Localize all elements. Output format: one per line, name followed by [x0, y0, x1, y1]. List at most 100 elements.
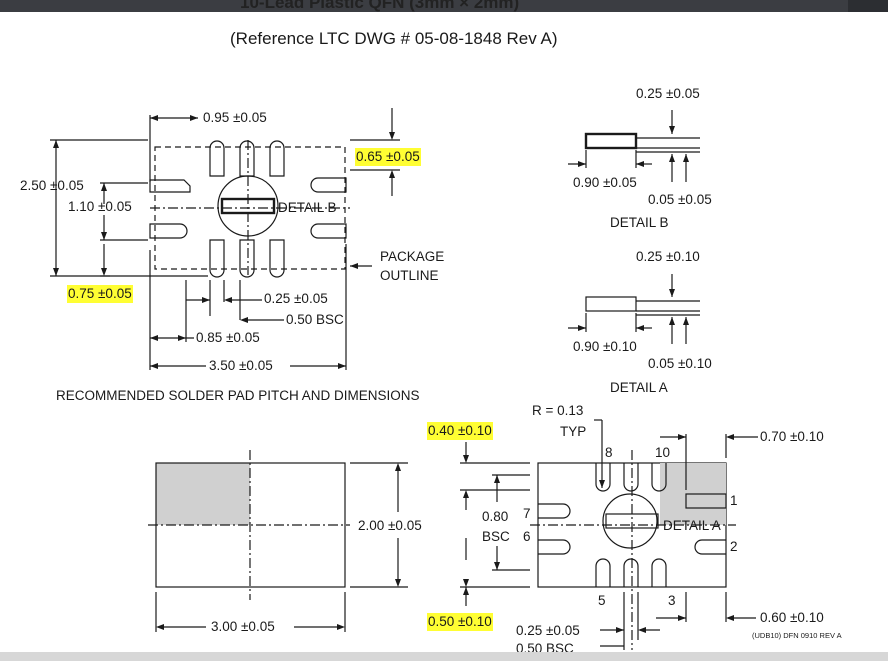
pin-label-10: 10 — [655, 445, 671, 460]
detail-b-caption: DETAIL B — [610, 215, 669, 230]
pin-bot-5 — [595, 558, 611, 587]
arrowhead — [616, 627, 624, 633]
arrowhead — [101, 232, 107, 240]
dim-110-label: 1.10 ±0.05 — [68, 199, 132, 214]
typ-label: TYP — [560, 424, 587, 439]
pin-label-2: 2 — [730, 539, 738, 554]
arrowhead — [337, 624, 345, 630]
dim-b025-label: 0.25 ±0.05 — [516, 623, 580, 638]
dim-080-label: 0.80 — [482, 509, 509, 524]
pad-right-top — [310, 177, 347, 193]
detail-a-pad — [585, 296, 637, 312]
detail-a-circle — [602, 493, 658, 549]
arrowhead — [683, 317, 689, 325]
dim-350-label: 3.50 ±0.05 — [209, 358, 273, 373]
detail-a-dim-right: 0.05 ±0.10 — [648, 356, 712, 371]
pin-label-7: 7 — [523, 506, 531, 521]
arrowhead — [578, 161, 586, 167]
pad-bottom-1 — [209, 239, 225, 278]
pad-top-3 — [269, 140, 285, 177]
arrowhead — [669, 126, 675, 134]
arrowhead — [636, 325, 644, 331]
dim-085-label: 0.85 ±0.05 — [196, 330, 260, 345]
arrowhead — [53, 268, 59, 276]
arrowhead — [240, 317, 248, 323]
arrowhead — [463, 455, 469, 463]
arrowhead — [224, 297, 232, 303]
detail-a-dim-top: 0.25 ±0.10 — [636, 249, 700, 264]
arrowhead — [463, 490, 469, 498]
dim-200-label: 2.00 ±0.05 — [358, 518, 422, 533]
arrowhead — [178, 335, 186, 341]
detail-a-dim-left: 0.90 ±0.10 — [573, 339, 637, 354]
dim-040-label: 0.40 ±0.10 — [427, 422, 493, 440]
detail-b-ref: DETAIL B — [278, 200, 337, 215]
pad-top-2 — [239, 140, 255, 177]
pin-top-10 — [651, 463, 667, 492]
pad-bottom-3 — [269, 239, 285, 278]
arrowhead — [350, 263, 358, 269]
top-bar-shade — [848, 0, 888, 12]
arrowhead — [683, 154, 689, 162]
radius-label: R = 0.13 — [532, 403, 584, 418]
arrowhead — [150, 115, 158, 121]
arrowhead — [101, 183, 107, 191]
detail-b-pad — [584, 132, 638, 150]
arrowhead — [578, 325, 586, 331]
arrowhead — [669, 154, 675, 162]
dim-025-label: 0.25 ±0.05 — [264, 291, 328, 306]
pin-right-2 — [694, 539, 726, 555]
detail-b-dim-right: 0.05 ±0.05 — [648, 192, 712, 207]
arrowhead — [395, 579, 401, 587]
pin-right-1 — [685, 493, 727, 509]
arrowhead — [150, 335, 158, 341]
dim-070-label: 0.70 ±0.10 — [760, 429, 824, 444]
pad-top-1 — [209, 140, 225, 177]
pin-label-5: 5 — [598, 593, 606, 608]
bsc-label: BSC — [482, 529, 510, 544]
package-outline-label-2: OUTLINE — [380, 268, 439, 283]
arrowhead — [190, 115, 198, 121]
window-top-bar — [0, 0, 888, 12]
pin-bot-4 — [623, 558, 639, 587]
arrowhead — [494, 475, 500, 483]
pin-left-7 — [538, 503, 571, 519]
arrowhead — [669, 289, 675, 297]
detail-a-caption: DETAIL A — [610, 380, 668, 395]
arrowhead — [338, 363, 346, 369]
bottom-center-pad — [605, 513, 659, 529]
pin-label-3: 3 — [668, 593, 676, 608]
arrowhead — [202, 297, 210, 303]
arrowhead — [599, 480, 605, 488]
arrowhead — [726, 434, 734, 440]
arrowhead — [636, 161, 644, 167]
pin-left-6 — [538, 539, 571, 555]
pad-right-bottom — [310, 223, 347, 239]
detail-b-dim-top: 0.25 ±0.05 — [636, 86, 700, 101]
pad-bottom-2 — [239, 239, 255, 278]
arrowhead — [101, 268, 107, 276]
arrowhead — [678, 615, 686, 621]
dim-060-label: 0.60 ±0.10 — [760, 610, 824, 625]
pin-label-6: 6 — [523, 529, 531, 544]
dim-095-label: 0.95 ±0.05 — [203, 110, 267, 125]
arrowhead — [669, 317, 675, 325]
drawing-code: (UDB10) DFN 0910 REV A — [752, 631, 842, 640]
detail-a-ref: DETAIL A — [663, 518, 721, 533]
pad-left-bottom — [149, 223, 188, 239]
dim-300-label: 3.00 ±0.05 — [211, 619, 275, 634]
pin-top-8 — [595, 463, 611, 492]
reference-line: (Reference LTC DWG # 05-08-1848 Rev A) — [230, 29, 558, 48]
arrowhead — [463, 579, 469, 587]
dim-075-label: 0.75 ±0.05 — [67, 285, 133, 303]
dim-050bsc-label: 0.50 BSC — [286, 312, 344, 327]
pin-bot-3 — [651, 558, 667, 587]
arrowhead — [463, 587, 469, 595]
arrowhead — [150, 363, 158, 369]
arrowhead — [395, 463, 401, 471]
page-title-cut: 10-Lead Plastic QFN (3mm × 2mm) — [240, 0, 520, 12]
top-view-shade — [156, 463, 250, 525]
arrowhead — [678, 434, 686, 440]
pin-top-9 — [623, 463, 639, 492]
